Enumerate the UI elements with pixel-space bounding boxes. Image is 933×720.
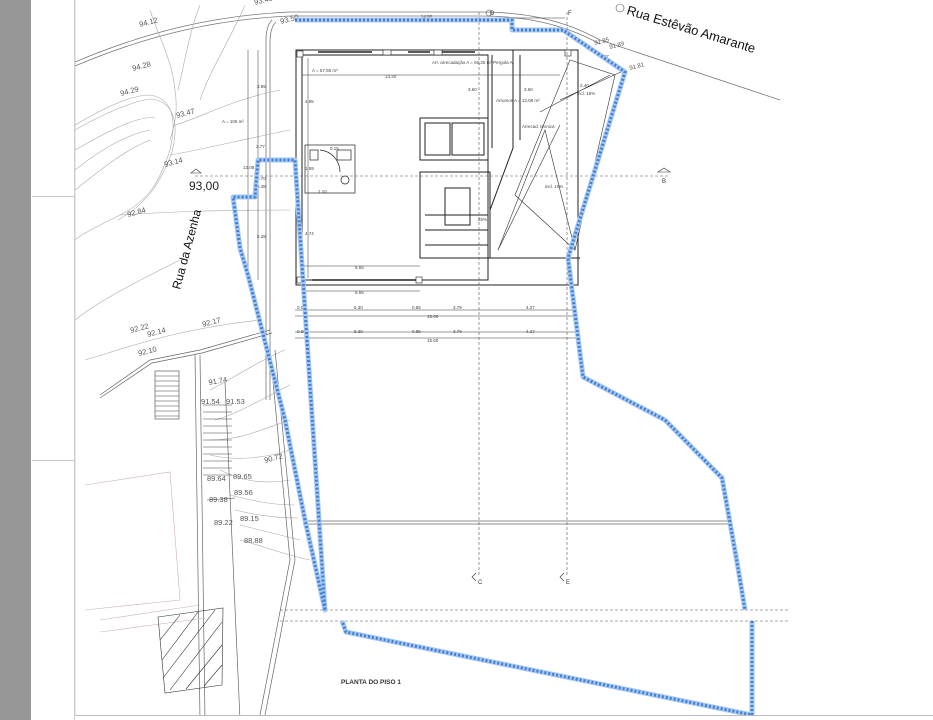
adjacent-lot: [84, 471, 206, 633]
svg-text:4.27: 4.27: [526, 329, 535, 334]
section-marker-f: F: [568, 11, 572, 17]
svg-text:2.40: 2.40: [580, 83, 589, 88]
windows: [312, 51, 475, 281]
svg-text:4.95: 4.95: [305, 99, 314, 104]
svg-text:91.81: 91.81: [629, 62, 646, 72]
spot-elevations: 94.12 94.28 94.29 93.47 93.14 92.84 93.4…: [119, 0, 645, 545]
drawing-title: PLANTA DO PISO 1: [341, 679, 401, 686]
svg-text:89.65: 89.65: [233, 472, 252, 481]
dimension-lines: [247, 17, 577, 339]
svg-text:0.95: 0.95: [297, 329, 306, 334]
svg-text:3.79: 3.79: [453, 305, 462, 310]
svg-text:0.95: 0.95: [297, 305, 306, 310]
svg-text:5.30: 5.30: [354, 329, 363, 334]
page-divider: [32, 196, 75, 197]
svg-text:0.70: 0.70: [257, 176, 266, 181]
svg-text:93.14: 93.14: [163, 155, 183, 169]
svg-text:91.74: 91.74: [208, 375, 228, 387]
street-marker-icon: [615, 3, 625, 13]
svg-text:94.12: 94.12: [138, 15, 158, 29]
floor-plan-drawing: 14.92 13.20 3.95 2.77 13.08 0.70 0.38 5.…: [75, 0, 788, 715]
section-marker-c: C: [471, 572, 483, 586]
area-label: A = 106 m²: [222, 119, 244, 124]
svg-text:92.84: 92.84: [126, 205, 146, 219]
previous-page-edge: [31, 0, 75, 720]
svg-text:6.55: 6.55: [355, 265, 364, 270]
columns: [296, 49, 572, 284]
svg-text:E: E: [566, 580, 570, 586]
svg-text:Arr. arrecadação A = 60,25 m²: Arr. arrecadação A = 60,25 m² Pergola A: [432, 60, 513, 65]
svg-text:C: C: [478, 580, 483, 586]
svg-text:93.45: 93.45: [253, 0, 273, 7]
svg-text:91.54: 91.54: [201, 397, 220, 406]
svg-text:1.10: 1.10: [318, 189, 327, 194]
svg-text:A = 57,85 m²: A = 57,85 m²: [312, 68, 338, 73]
section-marker-d: D: [485, 9, 495, 17]
svg-text:94.29: 94.29: [119, 84, 139, 98]
svg-text:4.74: 4.74: [305, 231, 314, 236]
section-marker-b: B: [657, 167, 671, 185]
svg-text:0.85: 0.85: [412, 329, 421, 334]
svg-text:B: B: [662, 179, 666, 185]
contour-lines: [75, 4, 311, 561]
drawing-sheet[interactable]: 14.92 13.20 3.95 2.77 13.08 0.70 0.38 5.…: [75, 0, 933, 716]
svg-text:4.27: 4.27: [526, 305, 535, 310]
building-walls: [295, 49, 580, 286]
property-boundary: [230, 17, 755, 715]
svg-text:89.56: 89.56: [234, 488, 253, 497]
section-markers: B C D E F: [471, 9, 671, 586]
svg-text:0.38: 0.38: [257, 184, 266, 189]
svg-text:0.15: 0.15: [330, 146, 339, 151]
svg-text:1.59: 1.59: [305, 166, 314, 171]
svg-text:3.79: 3.79: [453, 329, 462, 334]
svg-text:3.60: 3.60: [468, 87, 477, 92]
svg-text:13.20: 13.20: [385, 74, 397, 79]
svg-text:6.55: 6.55: [355, 290, 364, 295]
svg-text:Arrecad. técnica: Arrecad. técnica: [522, 124, 555, 129]
svg-text:15.60: 15.60: [427, 314, 439, 319]
svg-text:incl. 15%: incl. 15%: [577, 91, 595, 96]
svg-text:94.28: 94.28: [131, 59, 151, 73]
svg-text:93,00: 93,00: [189, 179, 219, 193]
svg-text:Arrumos A = 13,08 m²: Arrumos A = 13,08 m²: [496, 98, 540, 103]
svg-text:14.92: 14.92: [421, 14, 433, 19]
svg-text:F: F: [568, 11, 572, 17]
svg-text:15.60: 15.60: [427, 338, 439, 343]
site-walls: [99, 329, 296, 715]
svg-text:2.77: 2.77: [256, 144, 265, 149]
street-label-rua-da-azenha: Rua da Azenha: [169, 208, 204, 291]
page-divider: [32, 460, 75, 461]
svg-text:incl. 10%: incl. 10%: [545, 184, 563, 189]
svg-text:89.38: 89.38: [209, 495, 228, 504]
svg-text:5.28: 5.28: [257, 234, 266, 239]
svg-text:93.47: 93.47: [175, 106, 195, 120]
svg-text:91.89: 91.89: [609, 41, 626, 51]
street-label-estevao-amarante: Rua Estêvão Amarante: [625, 3, 757, 56]
svg-text:91.85: 91.85: [594, 37, 611, 47]
svg-text:25%: 25%: [478, 217, 487, 222]
svg-text:3.60: 3.60: [524, 87, 533, 92]
svg-text:0.85: 0.85: [412, 305, 421, 310]
svg-text:92.10: 92.10: [137, 344, 157, 358]
svg-text:89.64: 89.64: [207, 474, 226, 483]
svg-text:89.22: 89.22: [214, 518, 233, 527]
hatched-block: [157, 607, 224, 694]
exterior-stairs: [154, 370, 236, 501]
svg-text:D: D: [490, 11, 495, 17]
svg-text:13.08: 13.08: [243, 165, 255, 170]
svg-text:3.95: 3.95: [257, 84, 266, 89]
svg-text:89.15: 89.15: [240, 514, 259, 523]
road-edge: [75, 11, 781, 400]
dimension-labels: 14.92 13.20 3.95 2.77 13.08 0.70 0.38 5.…: [243, 14, 609, 343]
viewer-gutter: [0, 0, 31, 720]
level-marker: 93,00: [189, 168, 219, 193]
ramp: [497, 59, 626, 251]
svg-text:88.88: 88.88: [244, 536, 263, 545]
lower-wall: [303, 520, 728, 525]
wc-room: [304, 144, 356, 194]
section-marker-e: E: [559, 572, 570, 586]
svg-text:91.53: 91.53: [226, 397, 245, 406]
svg-text:5.30: 5.30: [354, 305, 363, 310]
